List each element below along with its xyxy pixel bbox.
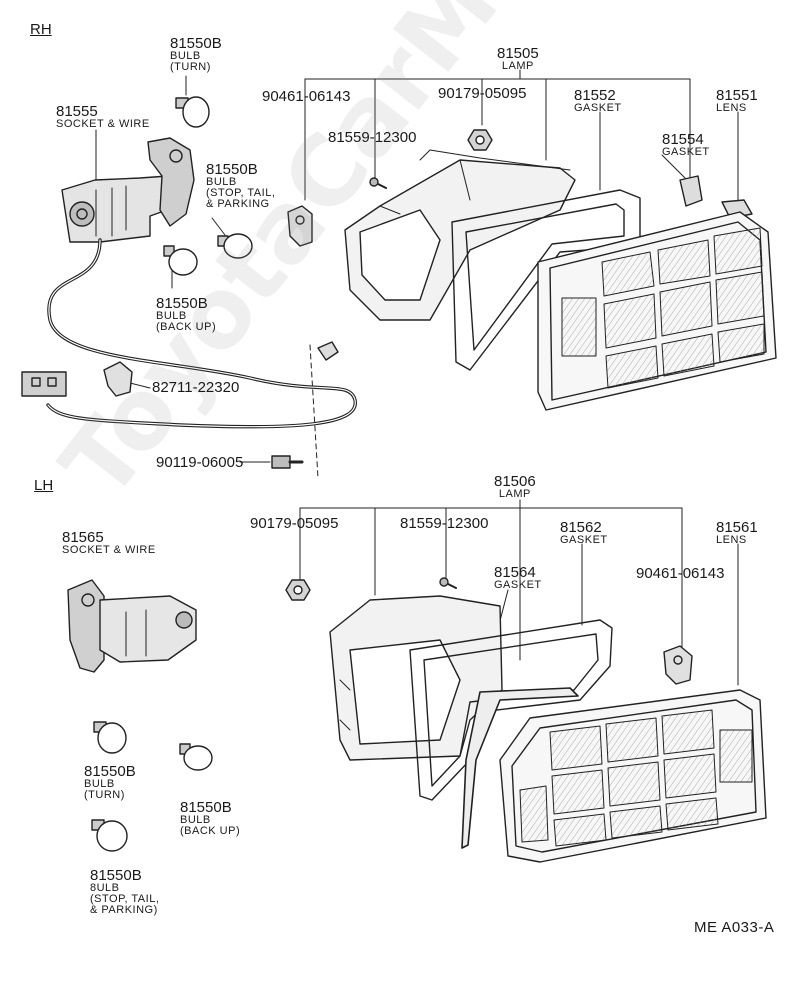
lh-bulb-turn-icon [93, 721, 127, 754]
part-number: 81506 [494, 473, 536, 490]
rh-socket-wire-assembly [21, 137, 357, 429]
part-desc-line: GASKET [574, 102, 622, 114]
part-desc-line: 8ULB [90, 882, 120, 894]
section-header-lh: LH [34, 477, 54, 494]
rh-lens-81551-callout: 81551 LENS [716, 88, 758, 114]
part-number: 81505 [497, 45, 539, 62]
part-number: 81552 [574, 87, 616, 104]
lh-bulb-backup-icon [179, 743, 213, 771]
lh-gasket-81564-callout: 81564 GASKET [494, 565, 542, 591]
part-number: 81555 [56, 103, 98, 120]
part-number: 81550B [206, 161, 258, 178]
part-desc-line: & PARKING) [90, 904, 158, 916]
part-desc-line: SOCKET & WIRE [62, 544, 156, 556]
part-number: 81561 [716, 519, 758, 536]
rh-screw-90119-label: 90119-06005 [156, 454, 244, 471]
part-desc-line: GASKET [662, 146, 710, 158]
lh-lens-81561-callout: 81561 LENS [716, 520, 758, 546]
part-number: 81562 [560, 519, 602, 536]
rh-clip-82711-label: 82711-22320 [152, 379, 240, 396]
rh-nut-90179-label: 90179-05095 [438, 85, 527, 102]
part-desc-line: (TURN) [84, 789, 125, 801]
rh-bulb-stop-callout: 81550B BULB (STOP, TAIL, & PARKING [206, 162, 275, 210]
rh-leader-lines [95, 69, 739, 479]
part-number: 81551 [716, 87, 758, 104]
part-desc-line: (STOP, TAIL, [90, 893, 160, 905]
part-desc-line: (BACK UP) [180, 825, 241, 837]
part-number: 81565 [62, 529, 104, 546]
rh-bulb-backup-callout: 81550B BULB (BACK UP) [156, 296, 216, 333]
lh-small-parts [285, 577, 693, 685]
part-desc-line: BULB [180, 814, 211, 826]
part-number: 81550B [180, 799, 232, 816]
rh-lamp-housing [344, 149, 576, 321]
lh-nut-90179-label: 90179-05095 [250, 515, 339, 532]
rh-bulbs [163, 96, 253, 276]
part-desc-line: SOCKET & WIRE [56, 118, 150, 130]
lh-leader-lines [299, 499, 739, 686]
part-desc-line: LENS [716, 102, 747, 114]
part-desc-line: LAMP [498, 488, 531, 500]
part-number: 81564 [494, 564, 536, 581]
rh-gasket-81552-callout: 81552 GASKET [574, 88, 622, 114]
rh-bulb-stop-icon [217, 233, 253, 259]
lh-socket-callout: 81565 SOCKET & WIRE [62, 530, 156, 556]
lh-bulb-stop-callout: 81550B 8ULB (STOP, TAIL, & PARKING) [90, 868, 159, 916]
lh-socket-wire-assembly [67, 579, 197, 673]
lh-lens-81561 [499, 689, 767, 863]
part-desc-line: BULB [84, 778, 115, 790]
rh-bulb-turn-callout: 81550B BULB (TURN) [170, 36, 222, 73]
lh-gasket-81564 [461, 687, 579, 849]
lh-gasket-81562-callout: 81562 GASKET [560, 520, 608, 546]
rh-lamp-callout: 81505 LAMP [497, 46, 539, 72]
lh-lamp-callout: 81506 LAMP [494, 474, 536, 500]
lh-screw-81559-label: 81559-12300 [400, 515, 489, 532]
part-desc-line: (STOP, TAIL, [206, 187, 276, 199]
lh-clip-90461-label: 90461-06143 [636, 565, 725, 582]
rh-screw-81559-label: 81559-12300 [328, 129, 417, 146]
figure-code: ME A033-A [694, 919, 775, 936]
part-desc-line: BULB [170, 50, 201, 62]
lh-bulb-stop-icon [91, 819, 128, 852]
part-number: 81550B [156, 295, 208, 312]
part-desc-line: & PARKING [206, 198, 270, 210]
lh-bulb-turn-callout: 81550B BULB (TURN) [84, 764, 136, 801]
rh-clip-90461-label: 90461-06143 [262, 88, 351, 105]
part-desc-line: (BACK UP) [156, 321, 217, 333]
part-desc-line: BULB [206, 176, 237, 188]
part-desc-line: GASKET [494, 579, 542, 591]
rh-gasket-81554-callout: 81554 GASKET [662, 132, 710, 158]
section-header-rh: RH [30, 21, 52, 38]
part-desc-line: LAMP [501, 60, 534, 72]
rh-small-parts [103, 129, 493, 469]
lh-lamp-housing [329, 595, 503, 761]
rh-gasket-81554 [679, 175, 753, 219]
rh-bulb-backup-icon [163, 245, 198, 276]
rh-socket-callout: 81555 SOCKET & WIRE [56, 104, 150, 130]
part-desc-line: BULB [156, 310, 187, 322]
part-desc-line: GASKET [560, 534, 608, 546]
part-desc-line: LENS [716, 534, 747, 546]
part-desc-line: (TURN) [170, 61, 211, 73]
rh-lens-81551 [537, 211, 777, 411]
part-number: 81550B [90, 867, 142, 884]
lh-bulb-backup-callout: 81550B BULB (BACK UP) [180, 800, 240, 837]
rh-bulb-turn-icon [175, 96, 210, 128]
part-number: 81550B [84, 763, 136, 780]
part-number: 81554 [662, 131, 704, 148]
part-number: 81550B [170, 35, 222, 52]
lh-bulbs [91, 721, 213, 852]
